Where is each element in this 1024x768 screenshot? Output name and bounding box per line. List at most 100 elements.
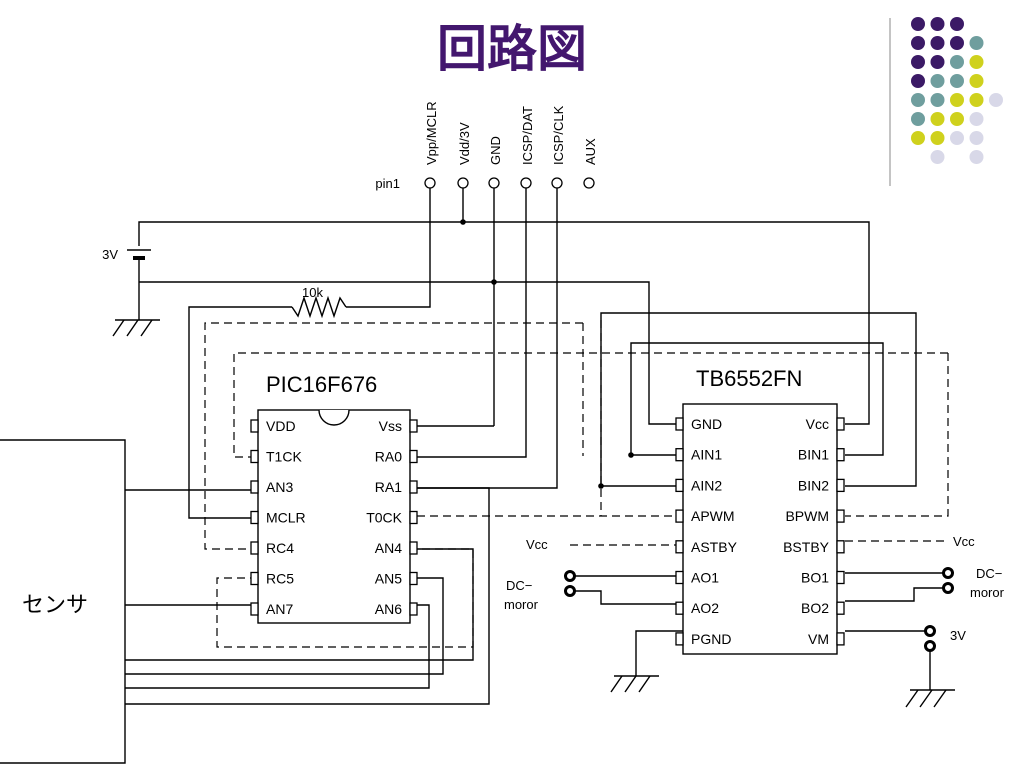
terminals [564,567,954,652]
dashed-wire-rc4 [204,322,583,550]
pin-label: AO1 [691,570,719,586]
decorative-dot [950,93,964,107]
resistor-10k [291,295,347,319]
sensor-block [0,439,126,764]
pin-label: BSTBY [783,539,830,555]
pin-stub [836,570,845,585]
decorative-dot [911,131,925,145]
ground-symbol-hatch [638,675,651,693]
wire-vcc-rail [138,221,870,425]
pin-stub [409,449,418,464]
pin-stub [409,602,418,616]
pin-label: Vss [379,418,402,434]
pin-label: AN5 [375,571,402,587]
header-pin-label-icsp-clk: ICSP/CLK [551,105,566,165]
pic-chip-notch [318,409,350,426]
vm-3v-label: 3V [950,628,966,643]
pin-stub [409,510,418,525]
tb-chip-body [682,403,838,655]
decorative-dot [950,131,964,145]
pic-chip-body [257,409,411,624]
pin-label: T0CK [366,510,402,526]
decorative-dot [950,36,964,50]
pin-stub [250,510,259,525]
pin-label: RC4 [266,540,294,556]
vcc-right-label: Vcc [953,534,975,549]
pin-label: APWM [691,508,735,524]
pin-stub [675,509,684,523]
pin-stub [675,478,684,493]
pin-stub [250,480,259,494]
vcc-left-label: Vcc [526,537,548,552]
pin-label: RA1 [375,479,402,495]
wire-sensor-an6 [125,604,430,689]
wiring [112,188,955,708]
pin-label: GND [691,416,722,432]
pin-label: AN7 [266,601,293,617]
ground-symbol-hatch [905,689,919,708]
dashed-wire-t1ck [233,352,948,458]
header-pin-gnd: GND [488,136,503,189]
pin-stub [675,417,684,431]
pin-stub [836,540,845,554]
pin-stub [250,541,259,555]
decorative-dot [969,36,984,50]
wire-bo2 [845,587,948,602]
pin-label: T1CK [266,449,302,465]
wire-sensor-ra1 [125,487,490,705]
wire-vpp-resistor [346,188,431,308]
pic-chip-name: PIC16F676 [266,372,377,397]
pin-label: BIN2 [798,477,829,493]
pin-stub [836,509,845,523]
decorative-dot [950,112,964,126]
header-pin-vpp: Vpp/MCLR [424,101,439,189]
pin1-label: pin1 [375,176,400,191]
terminal-vm-1 [924,625,936,637]
decorative-dot [930,112,945,126]
pin-stub [250,571,259,586]
dc-left-label-2: moror [504,597,539,612]
header-pin-vdd: Vdd/3V [457,122,472,189]
header-pin-label-gnd: GND [488,136,503,165]
wire-ain1-bin1 [630,342,884,456]
header-pin-circle [551,177,563,189]
pin-stub [675,448,684,462]
dc-left-label-1: DC− [506,578,532,593]
decorative-dot [930,17,945,31]
sensor-label: センサ [22,592,88,617]
decorative-dot [969,112,984,126]
header-pin-label-vpp: Vpp/MCLR [424,101,439,165]
wire-icsp-clk [417,188,558,489]
ground-symbol-hatch [624,675,637,693]
decorative-dot [950,55,964,69]
pin-label: AIN2 [691,477,722,493]
pin-stub [836,601,845,615]
ground-symbol-hatch [126,319,139,337]
pin-label: BO1 [801,570,829,586]
pin-stub [675,570,684,585]
pin-stub [250,419,259,433]
pin-stub [250,602,259,616]
diagram-title: 回路図 [437,20,587,78]
header-pin-icsp-clk: ICSP/CLK [551,105,566,189]
pin-stub [836,417,845,431]
pin-label: BIN1 [798,447,829,463]
pin-stub [836,478,845,493]
header-pin-circle [457,177,469,189]
pin-label: VM [808,631,829,647]
wire-sensor-an5 [125,577,444,675]
wire-ao2 [570,590,683,605]
decorative-dot [950,17,964,31]
header-pin-icsp-dat: ICSP/DAT [520,106,535,189]
ground-symbol-hatch [610,675,623,693]
decorative-dot [911,74,925,88]
header-pin-label-vdd: Vdd/3V [457,122,472,165]
dashed-wire-bpwm [845,353,949,517]
pin-label: RA0 [375,449,402,465]
decorative-dot [930,93,945,107]
decorative-dot [911,112,925,126]
